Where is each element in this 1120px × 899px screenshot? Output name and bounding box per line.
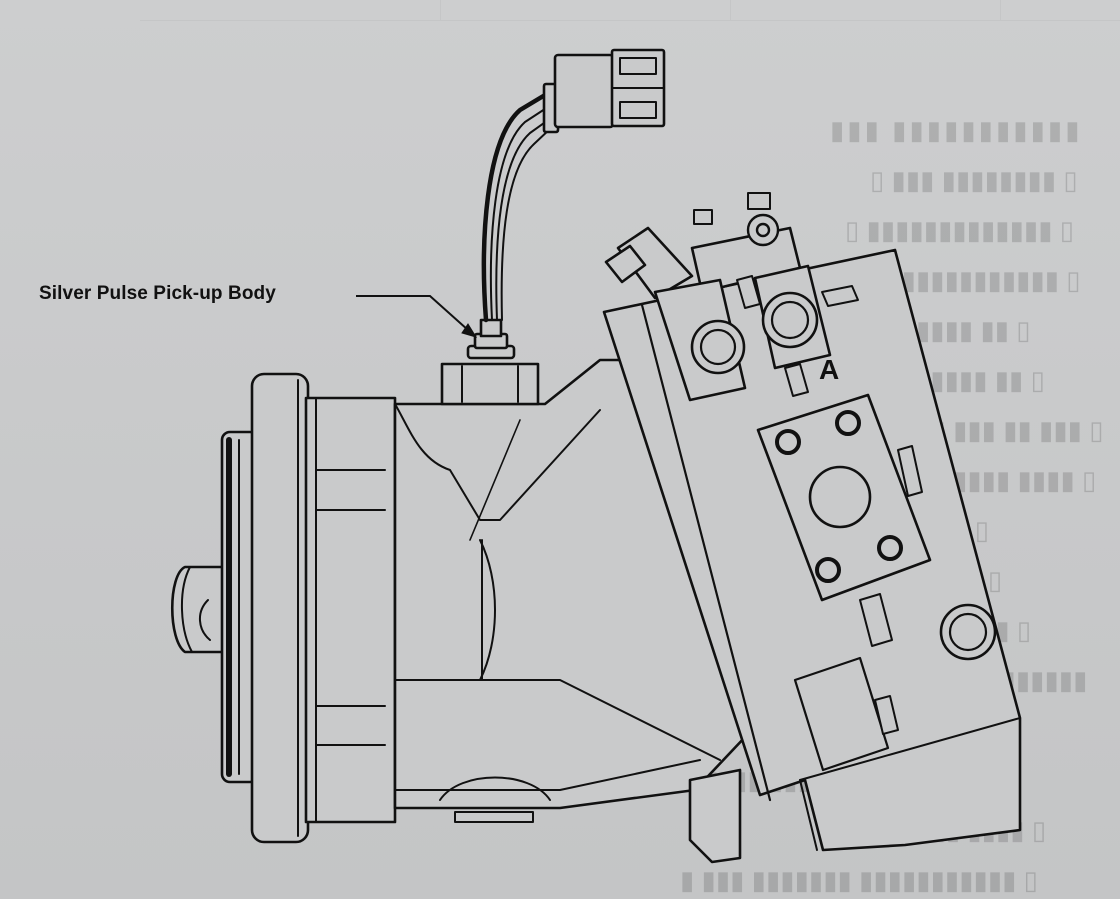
output-shaft [171, 565, 234, 654]
shaft-seal-ring [220, 430, 260, 784]
mounting-flange [250, 372, 310, 844]
pulse-pickup-callout-label: Silver Pulse Pick-up Body [39, 283, 276, 304]
port-a-marking: A [819, 354, 840, 385]
pulse-pickup-assembly [440, 48, 666, 406]
end-cap-block [602, 192, 1022, 852]
